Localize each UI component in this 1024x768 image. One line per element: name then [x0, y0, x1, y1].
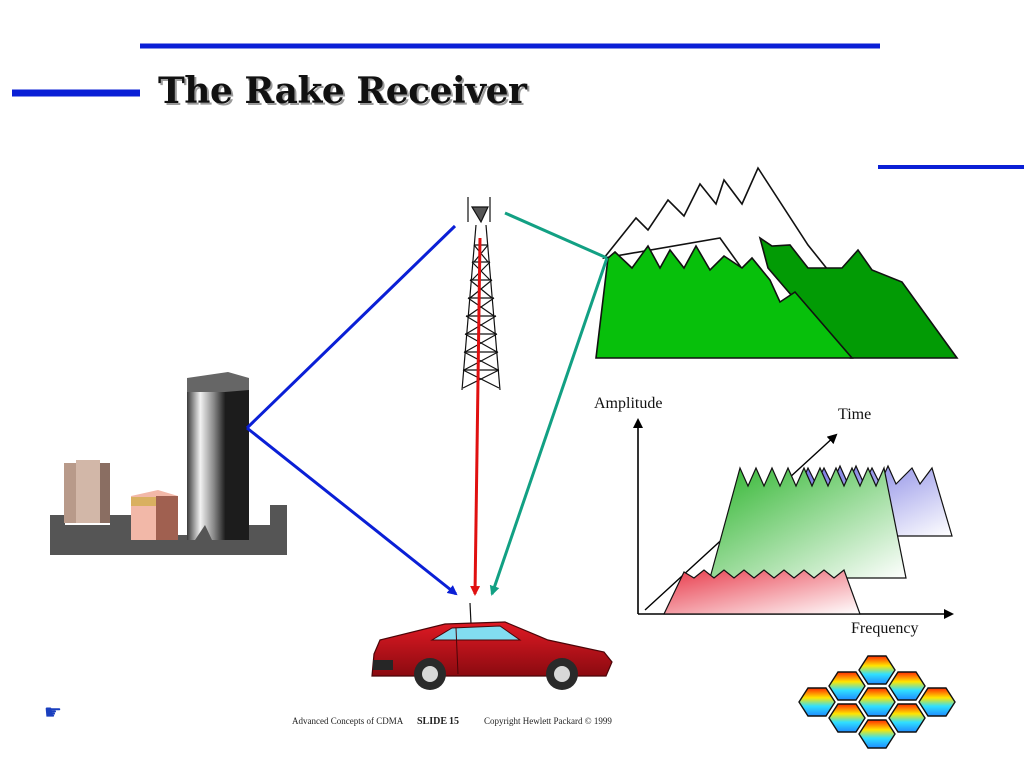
- green-echo-pulse: [709, 466, 907, 579]
- frequency-label: Frequency: [851, 620, 919, 637]
- hand-pointer-icon[interactable]: ☛: [44, 700, 62, 724]
- footer-slide-number: 15: [449, 716, 459, 727]
- decorative-rules: [12, 43, 1024, 169]
- cell-hexagon: [888, 671, 926, 701]
- cell-hexagon: [888, 703, 926, 733]
- cell-hexagon: [798, 687, 836, 717]
- signal-paths: [245, 211, 609, 596]
- cell-hexagon: [828, 671, 866, 701]
- cell-hexagon: [918, 687, 956, 717]
- rake-graph: [633, 418, 954, 619]
- red-direct-pulse: [663, 569, 861, 615]
- transmission-tower: [461, 197, 501, 391]
- page-title: The Rake Receiver: [158, 70, 527, 112]
- cell-hexagon: [828, 703, 866, 733]
- time-label: Time: [838, 406, 872, 423]
- amplitude-label: Amplitude: [594, 395, 663, 412]
- mountain-range: [595, 166, 959, 359]
- footer-course: Advanced Concepts of CDMA: [292, 716, 404, 726]
- car-receiver: [371, 602, 613, 690]
- cell-hexagon: [858, 687, 896, 717]
- footer-slide-label: SLIDE: [417, 716, 448, 727]
- city-buildings: [50, 372, 287, 555]
- cell-hexagons: [798, 655, 956, 749]
- footer-copyright: Copyright Hewlett Packard © 1999: [484, 716, 612, 726]
- cell-hexagon: [858, 719, 896, 749]
- cell-hexagon: [858, 655, 896, 685]
